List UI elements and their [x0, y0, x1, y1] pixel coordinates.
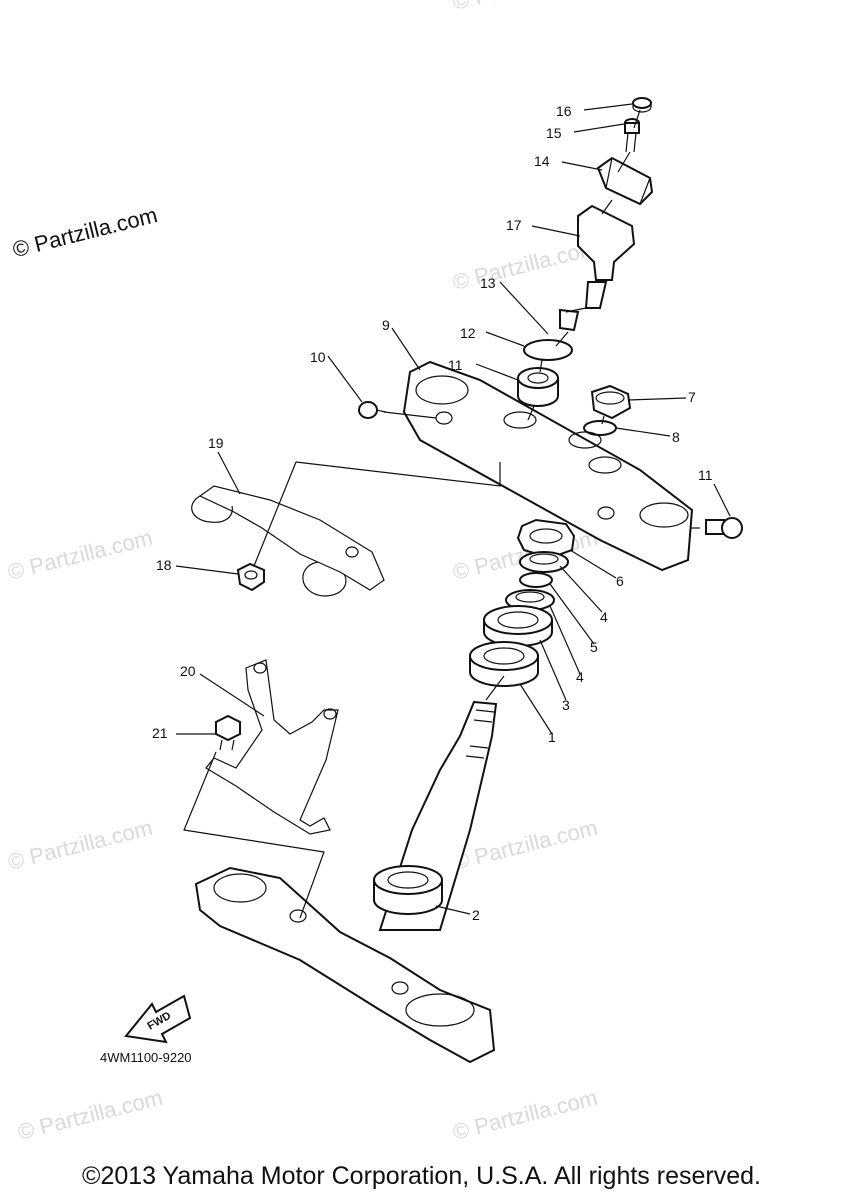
part-21-bracket	[205, 659, 339, 835]
watermarks: © Partzilla.com © Partzilla.com © Partzi…	[5, 0, 600, 1145]
callout-10: 10	[310, 349, 326, 365]
lower-bracket	[194, 866, 496, 1064]
assembly-lines	[183, 109, 700, 919]
part-6-ring-nut	[516, 518, 576, 560]
callout-7: 7	[688, 389, 696, 405]
callout-12: 11	[448, 357, 463, 373]
callout-1: 1	[548, 729, 556, 745]
part-8-washer	[583, 420, 617, 436]
watermark-4: © Partzilla.com	[5, 815, 155, 875]
part-18-handlebar-holder	[559, 204, 636, 332]
part-11-bolt	[705, 517, 743, 539]
callout-18: 17	[506, 217, 522, 233]
watermark-5: © Partzilla.com	[450, 815, 600, 875]
part-20-cable-guide	[191, 485, 385, 597]
callout-3: 3	[562, 697, 570, 713]
callout-19: 18	[156, 557, 172, 573]
callout-22: 21	[152, 725, 168, 741]
copyright-footer: ©2013 Yamaha Motor Corporation, U.S.A. A…	[82, 1162, 761, 1190]
part-16-bolt	[624, 118, 640, 153]
part-10-cap	[358, 401, 387, 419]
callout-13: 12	[460, 325, 476, 341]
callout-6: 6	[616, 573, 624, 589]
watermark-7: © Partzilla.com	[450, 1085, 600, 1145]
part-2-bearing	[373, 865, 443, 915]
leader-lines	[175, 103, 731, 915]
callout-21: 20	[180, 663, 196, 679]
callout-17: 16	[556, 103, 572, 119]
callout-15: 14	[534, 153, 550, 169]
part-4-washer-upper	[519, 551, 569, 573]
part-1-bearing	[469, 641, 539, 687]
callouts: 16 15 14 17 13 12 11 9 10 7 8 11 19 18 6…	[152, 103, 713, 923]
part-19-nut	[236, 562, 265, 592]
callout-16: 15	[546, 125, 562, 141]
part-12-bushing	[517, 367, 559, 407]
fwd-arrow-icon: FWD	[124, 994, 192, 1044]
callout-5: 5	[590, 639, 598, 655]
callout-11: 11	[698, 467, 713, 483]
callout-4a: 4	[600, 609, 608, 625]
part-number: 4WM1100-9220	[100, 1050, 192, 1065]
callout-9: 9	[382, 317, 390, 333]
part-5-washer	[519, 572, 553, 588]
callout-4b: 4	[576, 669, 584, 685]
part-17-cap	[632, 97, 652, 113]
watermark-6: © Partzilla.com	[15, 1085, 165, 1145]
callout-2: 2	[472, 907, 480, 923]
part-22-bolt	[215, 714, 241, 751]
part-3-bearing	[483, 605, 553, 647]
part-9-upper-bracket	[402, 360, 694, 572]
part-13-washer	[523, 339, 573, 361]
callout-8: 8	[672, 429, 680, 445]
watermark-2: © Partzilla.com	[5, 525, 155, 585]
callout-14: 13	[480, 275, 496, 291]
part-7-nut	[590, 384, 632, 420]
callout-20: 19	[208, 435, 224, 451]
part-15-holder-cap	[596, 156, 654, 206]
watermark-8: © Partzilla.com	[450, 0, 600, 15]
